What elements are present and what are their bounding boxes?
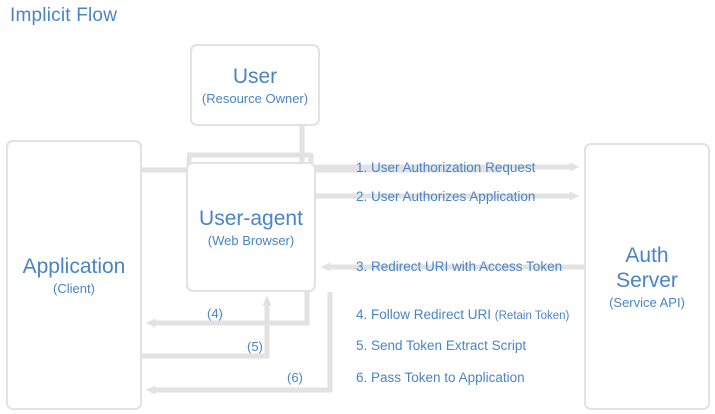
node-auth-server-title-line1: Auth <box>625 243 669 267</box>
step-label-1: 1. User Authorization Request <box>356 160 536 175</box>
node-user-agent-subtitle: (Web Browser) <box>207 232 295 248</box>
node-application-title: Application <box>22 254 126 278</box>
marker-6: (6) <box>287 370 303 385</box>
step-label-3: 3. Redirect URI with Access Token <box>356 259 563 274</box>
marker-5: (5) <box>247 339 263 354</box>
node-application[interactable]: Application (Client) <box>6 140 142 410</box>
node-auth-server-subtitle: (Service API) <box>609 294 685 310</box>
node-auth-server[interactable]: Auth Server (Service API) <box>584 143 710 410</box>
node-application-subtitle: (Client) <box>53 280 95 296</box>
step-label-4: 4. Follow Redirect URI (Retain Token) <box>356 307 569 324</box>
step-label-6: 6. Pass Token to Application <box>356 370 525 385</box>
arrow-step-6 <box>145 292 333 395</box>
arrow-step-4 <box>145 292 310 328</box>
node-user-title: User <box>232 64 278 88</box>
page-title: Implicit Flow <box>10 5 118 26</box>
node-user-agent[interactable]: User-agent (Web Browser) <box>186 162 316 292</box>
node-auth-server-title-line2: Server <box>616 268 678 292</box>
step-label-5: 5. Send Token Extract Script <box>356 338 527 353</box>
step-label-4-note: (Retain Token) <box>494 310 570 322</box>
marker-4: (4) <box>207 306 223 321</box>
step-label-2: 2. User Authorizes Application <box>356 189 536 204</box>
arrow-step-5 <box>142 295 272 359</box>
node-user[interactable]: User (Resource Owner) <box>190 44 320 126</box>
node-user-agent-title: User-agent <box>199 206 303 230</box>
step-label-4-main: 4. Follow Redirect URI <box>356 307 495 322</box>
node-user-subtitle: (Resource Owner) <box>201 90 309 106</box>
